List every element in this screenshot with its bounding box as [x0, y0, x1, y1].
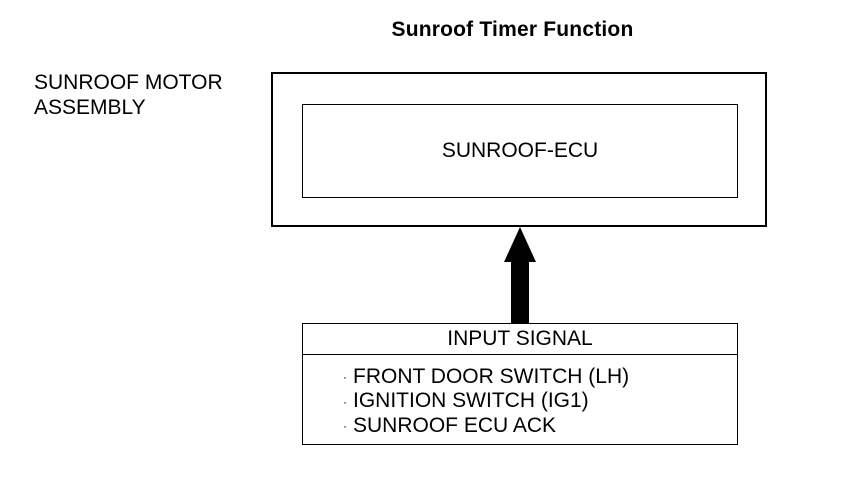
motor-assembly-label-line1: SUNROOF MOTOR: [34, 71, 223, 94]
bullet-icon: ·: [343, 394, 347, 409]
input-signal-item-label: FRONT DOOR SWITCH (LH): [353, 365, 630, 388]
input-signal-item-label: SUNROOF ECU ACK: [353, 413, 557, 437]
sunroof-ecu-box: SUNROOF-ECU: [302, 104, 738, 198]
signal-flow-arrow-icon: [504, 227, 536, 324]
input-signal-list: · FRONT DOOR SWITCH (LH) · IGNITION SWITCH…: [303, 355, 737, 438]
input-signal-item-label: IGNITION SWITCH (IG1): [353, 389, 589, 413]
arrow-head: [504, 227, 536, 262]
sunroof-ecu-label: SUNROOF-ECU: [441, 139, 599, 162]
diagram-title: Sunroof Timer Function: [391, 18, 634, 41]
input-signal-box: INPUT SIGNAL · FRONT DOOR SWITCH (LH) · IG…: [302, 323, 738, 445]
input-signal-header: INPUT SIGNAL: [303, 324, 737, 355]
motor-assembly-label: SUNROOF MOTOR ASSEMBLY: [34, 70, 274, 120]
arrow-shaft: [511, 261, 529, 324]
motor-assembly-label-line2: ASSEMBLY: [34, 96, 146, 119]
input-signal-item: · IGNITION SWITCH (IG1): [343, 389, 737, 413]
bullet-icon: ·: [343, 370, 347, 385]
input-signal-item: · SUNROOF ECU ACK: [343, 414, 737, 438]
motor-assembly-box: [271, 72, 767, 227]
bullet-icon: ·: [343, 419, 347, 434]
input-signal-item: · FRONT DOOR SWITCH (LH): [343, 365, 737, 389]
input-signal-header-label: INPUT SIGNAL: [447, 327, 593, 350]
